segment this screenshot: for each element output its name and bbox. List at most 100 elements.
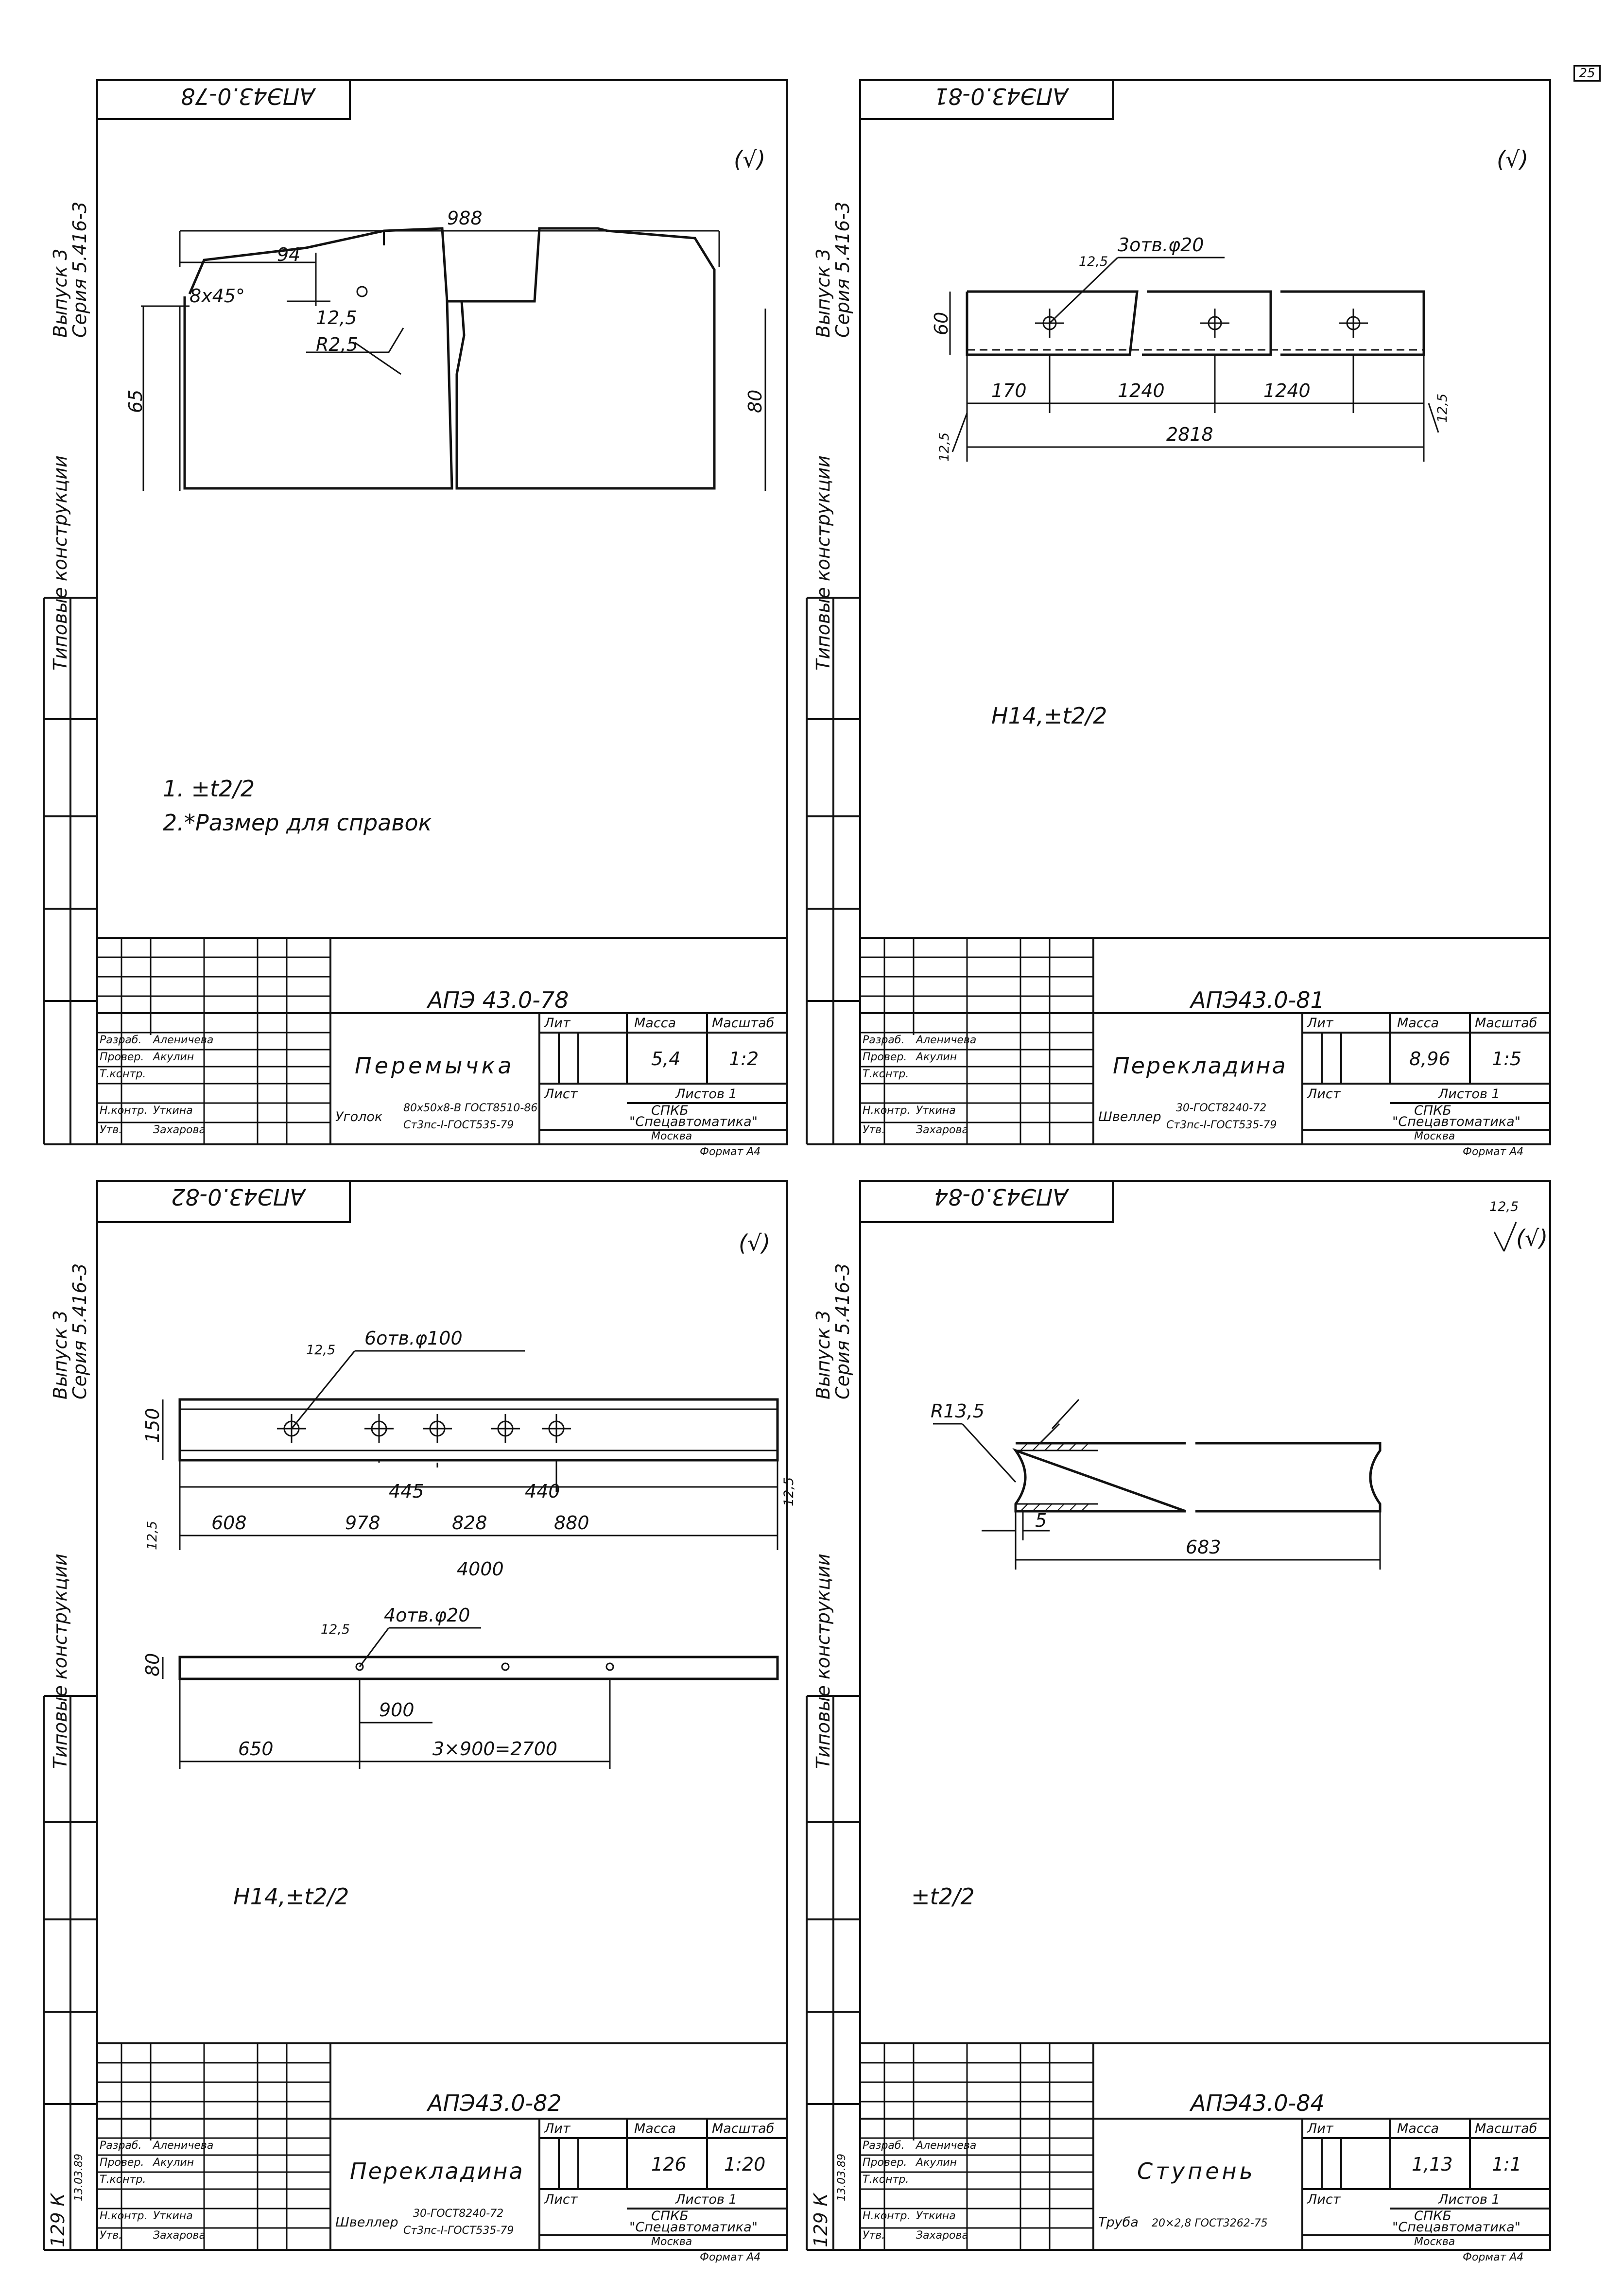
dim-978: 978	[345, 1512, 380, 1534]
dim-80: 80	[142, 1653, 163, 1676]
stamp-mass-header: Масса	[634, 1016, 676, 1031]
stamp-material-bottom: Ст3пс-I-ГОСТ535-79	[403, 1119, 514, 1131]
stamp-scale: 1:20	[724, 2154, 766, 2175]
stamp-org-2: "Спецавтоматика"	[629, 2220, 758, 2235]
stamp-material-top: 20×2,8 ГОСТ3262-75	[1152, 2217, 1268, 2229]
stamp-org-1: СПКБ	[1414, 1103, 1451, 1118]
stamp-role-4: Н.контр.	[100, 1105, 148, 1117]
dim-880: 880	[554, 1512, 589, 1534]
dim-445: 445	[389, 1481, 424, 1502]
stamp-material-label: Швеллер	[1098, 1109, 1161, 1124]
dim-rough-b: 12,5	[937, 432, 952, 462]
stamp-mass: 1,13	[1412, 2154, 1453, 2175]
dim-683: 683	[1186, 1536, 1221, 1558]
sheet-code-box: АПЭ43.0-78	[181, 83, 315, 109]
dim-94: 94	[277, 244, 301, 265]
dim-150: 150	[142, 1408, 163, 1443]
stamp-mark: 129 К	[47, 2193, 69, 2247]
stamp-format: Формат А4	[1463, 1146, 1524, 1158]
stamp-role-5: Утв.	[100, 1124, 122, 1136]
dim-overall: 2818	[1166, 424, 1213, 445]
stamp-role-4: Н.контр.	[100, 2210, 148, 2222]
drawing-sheet-84: АПЭ43.0-84 12,5 (√) R13,5 5 683 ±t2/2 АП…	[806, 1171, 1555, 2264]
dim-1240-b: 1240	[1263, 380, 1311, 401]
stamp-lit-header: Лит	[544, 1016, 570, 1031]
dim-radius: R2,5	[316, 334, 358, 355]
stamp-format: Формат А4	[700, 1146, 761, 1158]
side-series: Серия 5.416-3	[832, 1263, 853, 1399]
dim-4000: 4000	[457, 1558, 504, 1580]
dim-rough-c: 12,5	[781, 1477, 796, 1506]
stamp-lit-header: Лит	[1307, 1016, 1333, 1031]
stamp-material-bottom: Ст3пс-I-ГОСТ535-79	[1166, 1119, 1277, 1131]
stamp-org-3: Москва	[651, 1130, 692, 1142]
stamp-format: Формат А4	[700, 2251, 761, 2263]
stamp-scale-header: Масштаб	[1475, 2121, 1538, 2136]
stamp-title: Перекладина	[1113, 1053, 1287, 1079]
stamp-org-3: Москва	[1414, 2236, 1455, 2248]
stamp-role-3: Т.контр.	[100, 2174, 146, 2186]
stamp-material-label: Уголок	[335, 1109, 383, 1124]
stamp-org-1: СПКБ	[1414, 2209, 1451, 2224]
stamp-role-1: Разраб.	[863, 1034, 905, 1046]
side-series: Серия 5.416-3	[69, 1263, 90, 1399]
dim-650: 650	[238, 1738, 274, 1760]
roughness-mark: (√)	[734, 146, 766, 173]
stamp-lit-header: Лит	[1307, 2121, 1333, 2136]
drawing-sheet-81: АПЭ43.0-81 (√) 3отв.φ20 60 170 1240 1240…	[806, 63, 1555, 1157]
stamp-title: Перемычка	[355, 1053, 515, 1079]
dim-170: 170	[991, 380, 1027, 401]
stamp-sheet-header: Лист	[1307, 2192, 1341, 2207]
side-typical: Типовые конструкции	[812, 455, 834, 671]
hole-label: 3отв.φ20	[1118, 234, 1204, 256]
dim-chamfer: 8х45°	[190, 285, 245, 307]
stamp-role-3: Т.контр.	[100, 1068, 146, 1080]
stamp-scale: 1:2	[729, 1048, 759, 1070]
dim-rough-a: 12,5	[306, 1343, 336, 1358]
stamp-name-2: Акулин	[153, 2157, 194, 2169]
stamp-scale: 1:1	[1492, 2154, 1522, 2175]
stamp-name-1: Аленичева	[153, 1034, 214, 1046]
drawing-sheet-78: АПЭ43.0-78 (√) 988 94 8х45° 12,5 R2,5 65…	[43, 63, 792, 1157]
stamp-name-3: Уткина	[916, 1105, 956, 1117]
side-series: Серия 5.416-3	[832, 201, 853, 338]
dim-rough-a: 12,5	[1079, 254, 1108, 269]
roughness-mark: (√)	[1516, 1225, 1548, 1251]
stamp-sheets-header: Листов 1	[1438, 1087, 1500, 1102]
stamp-format: Формат А4	[1463, 2251, 1524, 2263]
stamp-role-5: Утв.	[863, 2229, 885, 2242]
stamp-role-1: Разраб.	[100, 1034, 142, 1046]
note-1: H14,±t2/2	[233, 1883, 349, 1910]
stamp-name-1: Аленичева	[916, 2140, 977, 2152]
dim-rough-c: 12,5	[1435, 393, 1450, 423]
stamp-role-2: Провер.	[100, 2157, 144, 2169]
stamp-name-3: Уткина	[153, 1105, 193, 1117]
stamp-name-4: Захарова	[153, 2229, 206, 2242]
stamp-name-2: Акулин	[153, 1051, 194, 1063]
stamp-org-3: Москва	[1414, 1130, 1455, 1142]
sheet-frame	[806, 79, 1551, 1145]
stamp-role-4: Н.контр.	[863, 2210, 911, 2222]
side-issue: Выпуск 3	[812, 1310, 834, 1399]
stamp-material-top: 30-ГОСТ8240-72	[413, 2208, 504, 2220]
stamp-name-2: Акулин	[916, 2157, 957, 2169]
hole-label-top: 6отв.φ100	[364, 1328, 463, 1349]
dim-608: 608	[211, 1512, 247, 1534]
side-typical: Типовые конструкции	[50, 1554, 71, 1769]
dim-440: 440	[525, 1481, 560, 1502]
note-1: H14,±t2/2	[991, 703, 1107, 729]
stamp-role-2: Провер.	[863, 1051, 907, 1063]
stamp-scale-header: Масштаб	[712, 2121, 775, 2136]
stamp-code: АПЭ 43.0-78	[428, 987, 569, 1013]
stamp-role-5: Утв.	[100, 2229, 122, 2242]
stamp-sheets-header: Листов 1	[675, 2192, 737, 2207]
stamp-name-1: Аленичева	[153, 2140, 214, 2152]
stamp-role-1: Разраб.	[863, 2140, 905, 2152]
stamp-name-1: Аленичева	[916, 1034, 977, 1046]
stamp-org-3: Москва	[651, 2236, 692, 2248]
stamp-code: АПЭ43.0-84	[1191, 2090, 1325, 2116]
stamp-mass-header: Масса	[1397, 1016, 1439, 1031]
stamp-sheets-header: Листов 1	[675, 1087, 737, 1102]
stamp-title: Ступень	[1137, 2158, 1256, 2184]
note-1: ±t2/2	[911, 1883, 975, 1910]
